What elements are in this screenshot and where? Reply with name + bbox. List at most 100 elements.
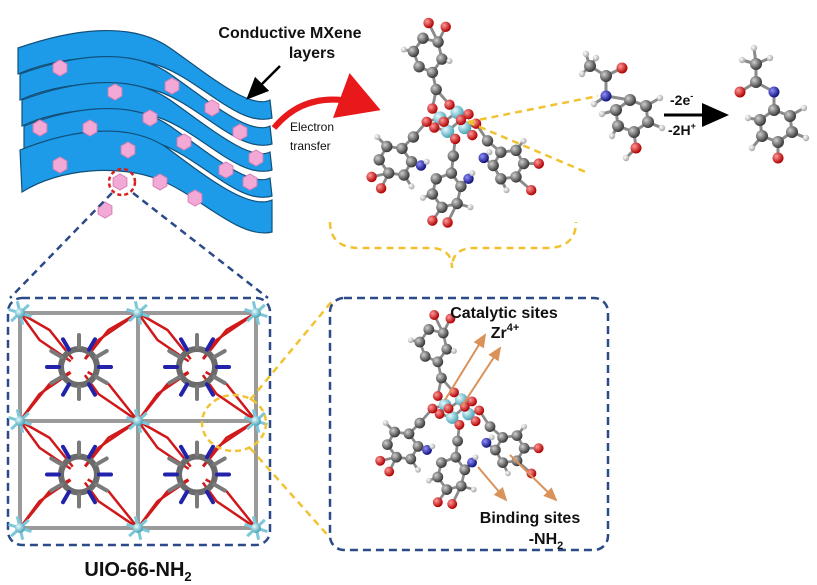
reactant-molecule [578, 50, 666, 162]
carbon-atom [459, 464, 471, 476]
mof-crystal [248, 149, 264, 167]
hydrogen-atom [608, 132, 616, 140]
oxygen-atom [429, 122, 440, 133]
oxygen-atom [432, 497, 443, 508]
carbon-atom [403, 428, 415, 440]
carbon-atom [450, 451, 462, 463]
hydrogen-atom [505, 470, 511, 477]
ring-center [69, 357, 89, 377]
hydrogen-atom [656, 94, 664, 102]
oxygen-atom [449, 133, 461, 145]
hydrogen-atom [590, 100, 598, 108]
nitrogen-atom [415, 160, 427, 171]
carboxylate-link [77, 419, 139, 476]
carbon-atom [640, 100, 652, 112]
mof-crystal [218, 161, 234, 179]
hydrogen-atom [407, 337, 414, 344]
mof-crystal [52, 59, 68, 77]
mxene-sheet [19, 130, 273, 234]
lattice-highlight-ellipse [200, 393, 268, 453]
carbon-atom [405, 453, 417, 465]
oxygen-atom [375, 455, 386, 466]
carboxylate-link [77, 311, 139, 368]
amino-group [61, 382, 71, 397]
hydrogen-atom [469, 170, 476, 177]
amino-group [49, 375, 64, 385]
amino-group [61, 444, 71, 460]
nitrogen-atom [600, 90, 612, 102]
carbon-atom [455, 480, 467, 492]
zr-node [251, 523, 261, 533]
hydrogen-atom [802, 134, 810, 142]
carbon-atom [784, 110, 796, 122]
oxygen-atom [630, 142, 642, 154]
oxygen-atom [447, 499, 458, 509]
carbon-atom [405, 156, 418, 168]
oxygen-atom [467, 396, 477, 407]
mof-crystal [82, 119, 98, 137]
mof-crystal [120, 141, 136, 159]
carbon-atom [495, 146, 507, 158]
carbon-atom [445, 167, 458, 179]
hydrogen-atom [578, 70, 586, 78]
zirconium-atom [445, 411, 459, 424]
carbon-atom [436, 372, 447, 384]
hydrogen-atom [520, 137, 527, 144]
carbon-atom [398, 169, 410, 181]
oxygen-atom [526, 468, 537, 479]
mof-crystal [52, 156, 68, 174]
mof-crystal [142, 109, 158, 127]
carbon-atom [441, 343, 453, 355]
hydrogen-atom [423, 158, 430, 165]
oxygen-atom [525, 184, 537, 196]
nitrogen-atom [422, 445, 432, 455]
catalytic-arrow-1 [444, 333, 487, 401]
carbon-atom [423, 324, 435, 335]
amino-group [61, 489, 71, 505]
nitrogen-atom [463, 173, 474, 185]
amino-group [179, 444, 189, 460]
mof-crystal [164, 77, 180, 95]
carbon-atom [628, 126, 640, 138]
mof-crystal [242, 173, 258, 191]
mof-crystal [176, 133, 192, 151]
hydrogen-atom [744, 114, 752, 122]
carbon-atom [417, 32, 429, 44]
connector-top-lower [467, 120, 589, 175]
oxygen-atom [734, 86, 746, 98]
hydrogen-atom [488, 434, 495, 441]
hydrogen-atom [419, 194, 426, 201]
amino-group [49, 456, 64, 467]
amino-group [87, 489, 97, 505]
carbon-atom [490, 444, 501, 456]
catalytic-label-line1: Catalytic sites [450, 305, 558, 322]
connector-top-upper [467, 94, 599, 124]
oxygen-atom [470, 416, 481, 427]
carbon-atom [600, 70, 612, 82]
electron-label-line2: transfer [290, 139, 331, 153]
carbon-atom [426, 66, 439, 79]
zr-node [251, 416, 261, 426]
hydrogen-atom [658, 124, 666, 132]
amino-group [212, 456, 227, 467]
carbon-atom [497, 432, 508, 443]
carbon-atom [481, 135, 494, 147]
highlight-circle [107, 167, 137, 197]
amino-group [212, 482, 227, 493]
hydrogen-atom [451, 348, 457, 354]
amino-group [205, 382, 215, 397]
mof-crystal [204, 99, 220, 117]
oxygen-atom [445, 313, 456, 324]
hydrogen-atom [521, 423, 528, 430]
oxygen-atom [427, 403, 438, 414]
mxene-pointer-arrow [246, 65, 281, 100]
reaction-electron-text: -2e- [670, 91, 693, 108]
carbon-atom [497, 457, 508, 468]
amino-group [167, 482, 182, 493]
carbon-atom [451, 197, 463, 210]
carbon-atom [754, 114, 766, 126]
carbon-atom [389, 426, 400, 438]
amino-group [205, 489, 215, 505]
carbon-atom [432, 36, 444, 48]
